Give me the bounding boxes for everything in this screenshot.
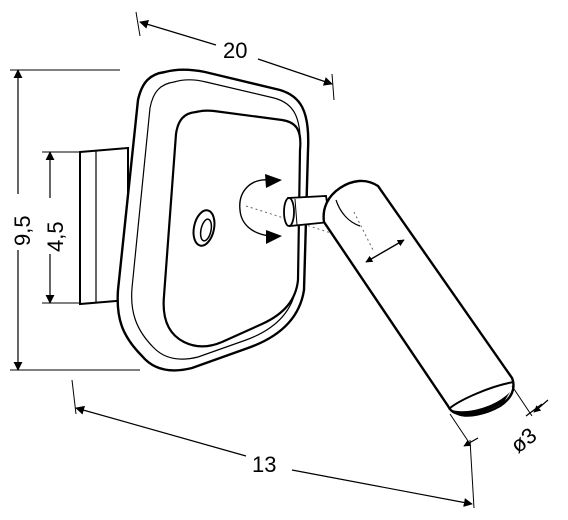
dimension-width-top: 20	[135, 11, 335, 101]
double-arrow-icon	[365, 239, 405, 263]
dimension-label-diameter: ø3	[506, 422, 542, 458]
dimension-label-4-5: 4,5	[43, 221, 68, 252]
rotate-arrows-icon	[239, 174, 282, 244]
dimension-height-mount: 4,5	[42, 151, 80, 304]
dimension-height-total: 9,5	[10, 69, 140, 371]
toggle-switch-icon	[192, 209, 216, 247]
dimension-depth-bottom: 13	[71, 379, 475, 509]
dimension-label-20: 20	[223, 38, 247, 63]
front-panel	[162, 109, 302, 348]
lamp-arm	[322, 179, 515, 417]
dimension-label-9-5: 9,5	[10, 215, 35, 246]
dimension-label-13: 13	[252, 452, 276, 477]
